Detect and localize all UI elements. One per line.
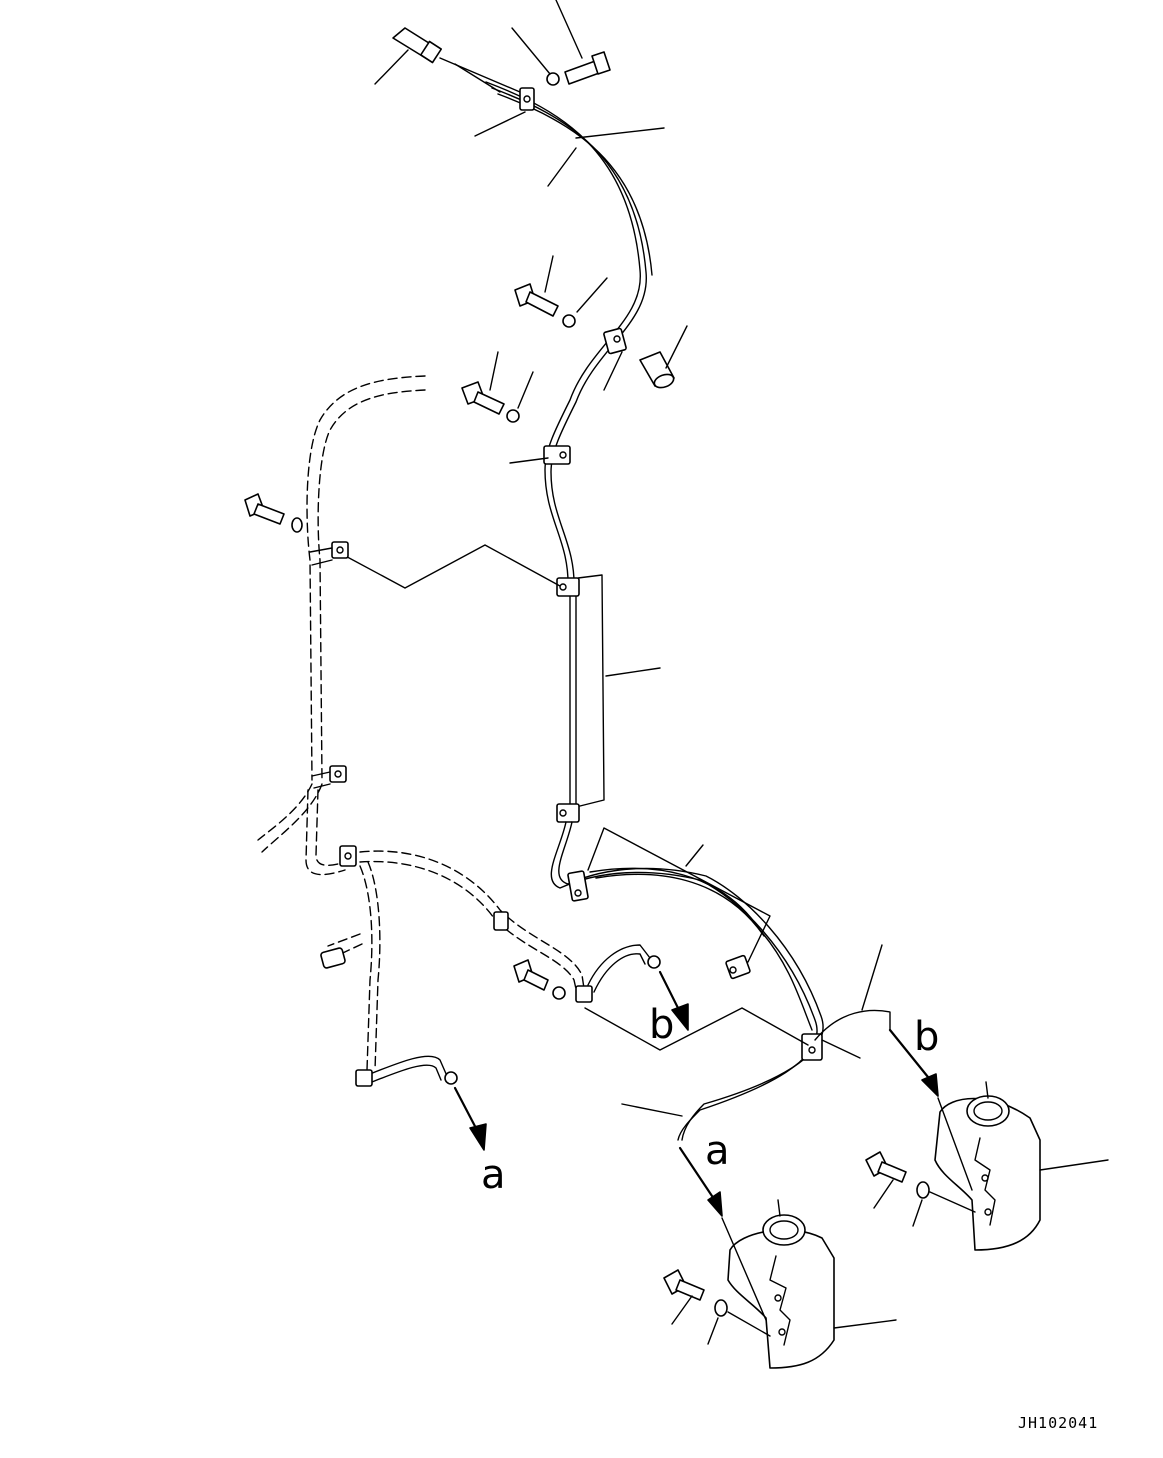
callout-b-right: b: [914, 1014, 939, 1060]
clamp-icon-left-1: [309, 541, 349, 566]
reference-bracket: [587, 827, 771, 963]
elbow-fitting-icon: [392, 27, 521, 93]
washer-icon-top: [546, 72, 560, 86]
clamp-icon-2: [603, 327, 627, 355]
bolt-icon-left-2: [513, 959, 549, 991]
clamp-icon-left-2: [311, 765, 347, 789]
leader-lines-right: [873, 1179, 976, 1227]
hose-left-b: [575, 944, 689, 1031]
arrow-a-bottom-head: [707, 1191, 723, 1217]
arrow-b-right-head: [921, 1073, 939, 1097]
washer-icon-3: [506, 409, 520, 423]
drawing-code: JH102041: [1018, 1414, 1098, 1432]
clamp-icon-left-3: [339, 845, 357, 867]
leader-lines-mid2: [489, 351, 549, 464]
reference-line-1: [337, 544, 561, 589]
washer-icon-left-2: [552, 986, 566, 1000]
clamp-icon-7: [725, 954, 751, 980]
leader-lines-mid1: [544, 255, 688, 391]
b-guide-line: [937, 1097, 973, 1191]
washer-icon-left: [291, 517, 303, 533]
leader-line-clamp8: [821, 1039, 861, 1059]
bolt-icon-bottom: [663, 1269, 705, 1301]
bolt-icon-2: [514, 283, 559, 317]
hose-lower: [550, 821, 824, 1141]
clamp-icon-6: [567, 870, 589, 902]
callout-a-left: a: [481, 1152, 506, 1198]
clamp-icon-1: [519, 87, 535, 111]
fitting-icon-left: [320, 947, 346, 969]
reference-line-2: [584, 1007, 809, 1051]
a-guide-line: [721, 1217, 767, 1321]
bolt-icon-left: [244, 493, 285, 525]
arrow-a-bottom: [678, 1146, 718, 1204]
clamp-icon-3: [543, 445, 571, 465]
arrow-b-right: [888, 1028, 934, 1084]
leader-lines-top: [374, 0, 665, 187]
hose-to-right-tank: [814, 1009, 891, 1041]
washer-icon-2: [562, 314, 576, 328]
bolt-icon-right: [865, 1151, 907, 1183]
leader-line-left-hose: [621, 1103, 683, 1117]
callout-a-bottom: a: [705, 1128, 730, 1174]
leader-lines-bottom: [671, 1295, 771, 1345]
dashed-existing-hose: [257, 375, 586, 1071]
bolt-icon-3: [461, 381, 505, 415]
protective-sleeve: [569, 574, 661, 809]
hose-left-a: [355, 1055, 487, 1151]
bolt-icon-top: [564, 51, 611, 85]
washer-tank-right: [934, 1081, 1109, 1251]
clamp-icon-8: [801, 1033, 823, 1061]
washer-icon-bottom: [714, 1299, 728, 1317]
callout-b-left: b: [649, 1002, 674, 1048]
leader-line-bracket: [685, 844, 704, 867]
washer-tank-bottom: [727, 1199, 897, 1369]
clamp-icon-4: [556, 577, 580, 597]
clamp-icon-left-4: [493, 911, 509, 931]
clamp-icon-5: [556, 803, 580, 823]
washer-icon-right: [916, 1181, 930, 1199]
leader-line-nozzle: [861, 944, 883, 1011]
spacer-icon: [639, 351, 675, 389]
